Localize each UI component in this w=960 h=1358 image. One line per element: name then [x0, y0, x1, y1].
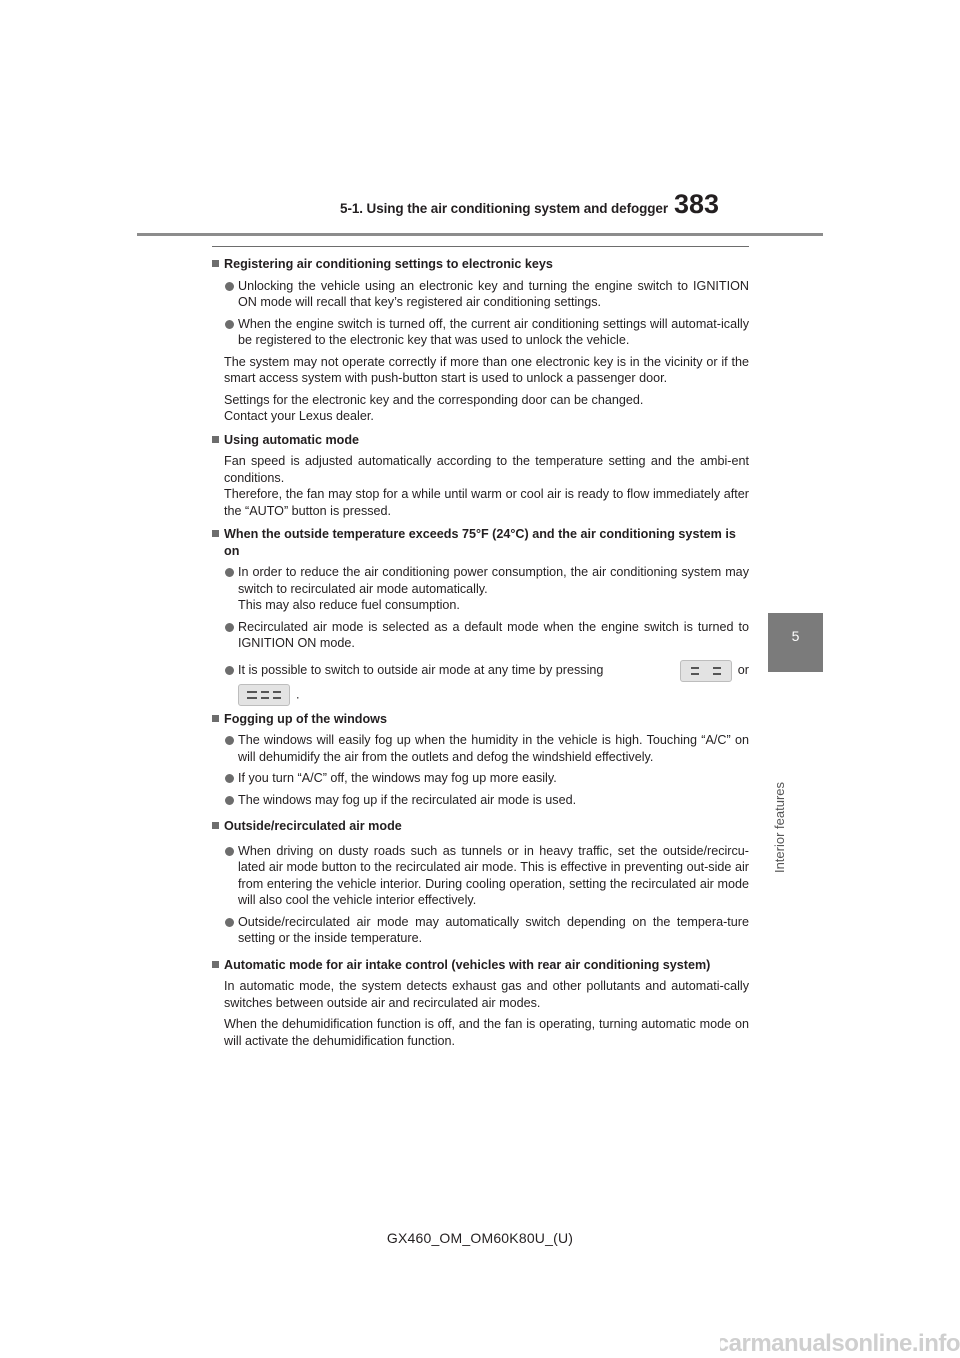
square-bullet-icon [212, 960, 219, 968]
circle-bullet-icon [225, 917, 234, 927]
page-number: 383 [674, 189, 720, 219]
list-item: Recirculated air mode is selected as a d… [212, 619, 749, 652]
chapter-tab: 5 [768, 613, 823, 672]
square-bullet-icon [212, 260, 219, 267]
heading-outside-recirculated: Outside/recirculated air mode [212, 818, 749, 835]
circle-bullet-icon [225, 774, 234, 783]
circle-bullet-icon [225, 846, 234, 856]
list-item: In order to reduce the air conditioning … [212, 564, 749, 614]
list-item: The windows will easily fog up when the … [212, 732, 749, 765]
paragraph: In automatic mode, the system detects ex… [224, 979, 749, 1010]
heading-fogging: Fogging up of the windows [212, 711, 749, 728]
list-item: When the engine switch is turned off, th… [212, 316, 749, 349]
circle-bullet-icon [225, 281, 234, 291]
content-rule [212, 246, 749, 247]
list-item: When driving on dusty roads such as tunn… [212, 843, 749, 909]
paragraph: Fan speed is adjusted automatically acco… [224, 454, 749, 518]
square-bullet-icon [212, 822, 219, 829]
section-title: 5-1. Using the air conditioning system a… [340, 201, 668, 216]
heading-outside-temperature: When the outside temperature exceeds 75°… [212, 526, 749, 559]
heading-air-intake-control: Automatic mode for air intake control (v… [212, 957, 749, 974]
square-bullet-icon [212, 714, 219, 722]
paragraph: When the dehumidification function is of… [224, 1017, 749, 1048]
circle-bullet-icon [225, 665, 234, 675]
heading-automatic-mode: Using automatic mode [212, 432, 749, 449]
list-item: Unlocking the vehicle using an electroni… [212, 278, 749, 311]
circle-bullet-icon [225, 736, 234, 745]
paragraph: The system may not operate correctly if … [224, 354, 749, 386]
list-item: If you turn “A/C” off, the windows may f… [212, 770, 749, 787]
header-rule [137, 233, 823, 236]
outside-air-mode-button-icon [238, 683, 290, 706]
page-content: Registering air conditioning settings to… [212, 256, 749, 1054]
heading-registering: Registering air conditioning settings to… [212, 256, 749, 273]
circle-bullet-icon [225, 795, 234, 805]
list-item: Outside/recirculated air mode may automa… [212, 914, 749, 947]
paragraph: Settings for the electronic key and the … [224, 392, 644, 424]
list-item: It is possible to switch to outside air … [212, 659, 749, 706]
circle-bullet-icon [225, 568, 234, 577]
chapter-title: Interior features [772, 782, 787, 874]
list-item: The windows may fog up if the recirculat… [212, 792, 749, 809]
circle-bullet-icon [225, 319, 234, 329]
outside-air-button-icon [679, 659, 732, 682]
watermark: carmanualsonline.info [720, 1330, 960, 1357]
circle-bullet-icon [225, 622, 234, 632]
square-bullet-icon [212, 530, 219, 537]
square-bullet-icon [212, 435, 219, 443]
document-code: GX460_OM_OM60K80U_(U) [386, 1230, 574, 1246]
chapter-number: 5 [791, 628, 800, 644]
